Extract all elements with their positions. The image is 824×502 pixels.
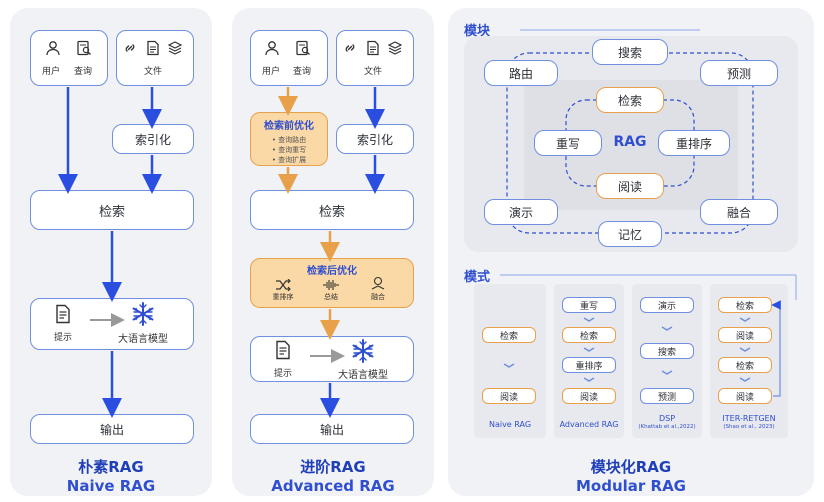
- mode-label: DSP: [658, 414, 676, 423]
- adv-post-item: 总结: [324, 293, 338, 301]
- document-icon: [145, 40, 161, 60]
- adv-post-item: 融合: [371, 293, 385, 301]
- mode-step: 搜索: [640, 343, 694, 359]
- layers-icon: [167, 40, 183, 60]
- naive-prompt-label: 提示: [53, 333, 72, 343]
- adv-llm-label: 大语言模型: [338, 370, 388, 381]
- module-routing: 路由: [484, 60, 558, 86]
- adv-user-label: 用户: [261, 67, 280, 77]
- mode-step: 预测: [640, 388, 694, 404]
- mode-step: 重写: [562, 297, 616, 313]
- modular-title-en: Modular RAG: [575, 477, 686, 495]
- mode-sub: (Shao et al., 2023): [723, 424, 775, 430]
- naive-retrieval-box: 检索: [30, 190, 194, 230]
- prompt-icon: [274, 340, 292, 364]
- mode-label: Naive RAG: [488, 420, 532, 429]
- mode-step: 阅读: [718, 388, 772, 404]
- advanced-title: 进阶RAG Advanced RAG: [232, 456, 434, 495]
- naive-output-box: 输出: [30, 414, 194, 444]
- mode-step: 阅读: [482, 388, 536, 404]
- adv-prompt-label: 提示: [273, 369, 292, 379]
- naive-user-label: 用户: [41, 67, 60, 77]
- adv-post-title: 检索后优化: [307, 266, 357, 277]
- module-rerank: 重排序: [658, 130, 730, 156]
- module-memory: 记忆: [598, 221, 662, 247]
- adv-pre-title: 检索前优化: [264, 121, 314, 132]
- mode-label: Advanced RAG: [559, 420, 619, 429]
- module-predict: 预测: [700, 60, 778, 86]
- naive-indexing-box: 索引化: [112, 124, 194, 154]
- naive-title: 朴素RAG Naive RAG: [10, 456, 212, 495]
- mode-label: ITER-RETGEN: [722, 414, 776, 423]
- advanced-title-cn: 进阶RAG: [300, 458, 366, 476]
- naive-llm-label: 大语言模型: [118, 334, 168, 345]
- adv-indexing-box: 索引化: [336, 124, 414, 154]
- shuffle-icon: [275, 276, 291, 295]
- adv-pre-item: • 查询路由: [271, 136, 307, 144]
- prompt-icon: [54, 304, 72, 328]
- document-icon: [365, 40, 381, 60]
- mode-step: 阅读: [562, 388, 616, 404]
- modular-title: 模块化RAG Modular RAG: [448, 456, 814, 495]
- modular-title-cn: 模块化RAG: [590, 458, 672, 476]
- mode-step: 检索: [562, 327, 616, 343]
- adv-pre-item: • 查询扩展: [271, 156, 307, 164]
- snowflake-icon: [130, 301, 156, 331]
- layers-icon: [387, 40, 403, 60]
- naive-title-cn: 朴素RAG: [78, 458, 144, 476]
- module-read: 阅读: [596, 173, 664, 199]
- advanced-title-en: Advanced RAG: [271, 477, 395, 495]
- naive-query-label: 查询: [73, 67, 92, 77]
- modes-header: 模式: [464, 270, 491, 285]
- adv-pre-item: • 查询重写: [271, 146, 307, 154]
- naive-user-query-box: [30, 30, 108, 86]
- query-icon: [76, 40, 92, 60]
- adv-query-label: 查询: [292, 67, 311, 77]
- snowflake-icon: [350, 338, 376, 368]
- mode-step: 检索: [718, 357, 772, 373]
- adv-retrieval-box: 检索: [250, 190, 414, 230]
- mode-step: 演示: [640, 297, 694, 313]
- link-icon: [122, 40, 138, 60]
- adv-docs-label: 文件: [363, 67, 382, 77]
- modules-header: 模块: [464, 24, 491, 39]
- module-fusion: 融合: [700, 199, 778, 225]
- adv-docs-box: [336, 30, 414, 86]
- fusion-icon: [370, 275, 386, 294]
- module-search: 搜索: [592, 39, 668, 65]
- mode-col-naive: [474, 284, 546, 438]
- link-icon: [342, 40, 358, 60]
- module-rag-center: RAG: [613, 134, 647, 150]
- mode-step: 重排序: [562, 357, 616, 373]
- query-icon: [295, 40, 311, 60]
- waveform-icon: [322, 276, 340, 295]
- arrow: [771, 300, 781, 397]
- module-retrieve: 检索: [596, 87, 664, 113]
- naive-title-en: Naive RAG: [66, 477, 156, 495]
- user-icon: [45, 40, 61, 60]
- user-icon: [264, 40, 280, 60]
- mode-step: 检索: [482, 327, 536, 343]
- naive-docs-label: 文件: [143, 67, 162, 77]
- adv-post-item: 重排序: [272, 293, 294, 301]
- mode-step: 检索: [718, 297, 772, 313]
- mode-sub: (Khattab et al.,2022): [638, 424, 696, 430]
- adv-user-query-box: [250, 30, 328, 86]
- adv-pre-retrieval-box: 检索前优化 • 查询路由 • 查询重写 • 查询扩展: [250, 112, 328, 166]
- module-demonstrate: 演示: [484, 199, 558, 225]
- adv-post-retrieval-box: [250, 258, 414, 308]
- module-rewrite: 重写: [534, 130, 602, 156]
- mode-step: 阅读: [718, 327, 772, 343]
- naive-docs-box: [116, 30, 194, 86]
